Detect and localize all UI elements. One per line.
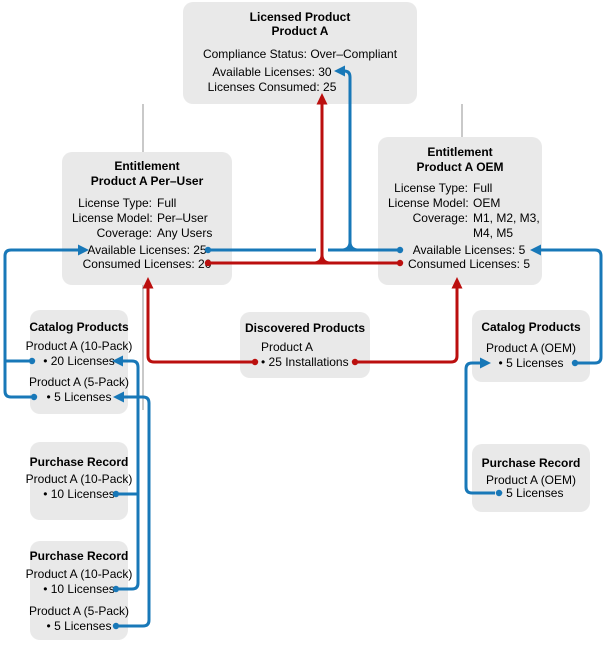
catalog-left-item-name: Product A (5-Pack)	[28, 375, 130, 389]
purchase-left1-title: Purchase Record	[29, 455, 129, 469]
licensed-product-title-line1: Licensed Product	[249, 10, 351, 24]
catalog-right-item-name: Product A (OEM)	[485, 341, 577, 355]
entitlement-oem-box: Entitlement Product A OEM License Type: …	[378, 137, 542, 285]
per-user-available-licenses: Available Licenses: 25	[87, 243, 207, 257]
catalog-left-item-detail: • 20 Licenses	[43, 354, 115, 368]
licensed-available-licenses: Available Licenses: 30	[212, 65, 332, 79]
entitlement-per-user-title-line2: Product A Per–User	[90, 174, 204, 188]
purchase-right-item-name: Product A (OEM)	[485, 473, 577, 487]
catalog-right-item-detail: • 5 Licenses	[498, 356, 564, 370]
purchase-record-left1-box: Purchase Record Product A (10-Pack) • 10…	[26, 442, 132, 520]
purchase-right-item-detail: • 5 Licenses	[498, 486, 564, 500]
catalog-products-right-box: Catalog Products Product A (OEM) • 5 Lic…	[472, 310, 590, 382]
field-label: Coverage:	[96, 226, 152, 240]
entitlement-oem-title-line1: Entitlement	[427, 145, 493, 159]
discovered-item-name: Product A	[261, 340, 314, 354]
catalog-right-title: Catalog Products	[481, 320, 581, 334]
field-value: Any Users	[157, 226, 213, 240]
field-value: Full	[157, 196, 177, 210]
field-value: Full	[473, 181, 493, 195]
line-consumed-to-licensed-product	[204, 93, 404, 267]
purchase-left2-item-name: Product A (5-Pack)	[28, 604, 130, 618]
line-crossing-gap	[316, 243, 328, 257]
field-value: M1, M2, M3, M4, M5	[473, 211, 540, 240]
purchase-record-right-box: Purchase Record Product A (OEM) • 5 Lice…	[472, 444, 590, 512]
discovered-products-box: Discovered Products Product A • 25 Insta…	[240, 312, 370, 378]
field-label: License Model:	[72, 211, 153, 225]
catalog-left-title: Catalog Products	[29, 320, 129, 334]
purchase-left2-item-name: Product A (10-Pack)	[25, 567, 133, 581]
oem-available-licenses: Available Licenses: 5	[412, 243, 526, 257]
purchase-left2-item-detail: • 10 Licenses	[43, 582, 115, 596]
discovered-title: Discovered Products	[244, 321, 366, 335]
field-value: OEM	[473, 196, 501, 210]
purchase-record-left2-box: Purchase Record Product A (10-Pack) • 10…	[26, 541, 132, 640]
entitlement-oem-fields: License Type: Full License Model: OEM Co…	[388, 181, 543, 241]
oem-consumed-licenses: Consumed Licenses: 5	[407, 257, 531, 271]
licensed-product-title-line2: Product A	[271, 24, 329, 38]
catalog-left-item-detail: • 5 Licenses	[46, 390, 112, 404]
field-label: License Type:	[394, 181, 468, 195]
entitlement-per-user-fields: License Type: Full License Model: Per–Us…	[72, 196, 232, 241]
purchase-left2-title: Purchase Record	[29, 549, 129, 563]
entitlement-per-user-title-line1: Entitlement	[114, 159, 180, 173]
discovered-item-detail: • 25 Installations	[261, 355, 349, 369]
purchase-right-title: Purchase Record	[481, 456, 581, 470]
field-label: License Model:	[388, 196, 469, 210]
purchase-left1-item-name: Product A (10-Pack)	[25, 472, 133, 486]
purchase-left2-item-detail: • 5 Licenses	[46, 619, 112, 633]
per-user-consumed-licenses: Consumed Licenses: 20	[82, 257, 212, 271]
entitlement-oem-title-line2: Product A OEM	[416, 160, 504, 174]
field-value: Per–User	[157, 211, 208, 225]
purchase-left1-item-detail: • 10 Licenses	[43, 487, 115, 501]
licensed-consumed-licenses: Licenses Consumed: 25	[207, 80, 337, 94]
catalog-left-item-name: Product A (10-Pack)	[25, 339, 133, 353]
entitlement-per-user-box: Entitlement Product A Per–User License T…	[62, 152, 232, 285]
field-label: License Type:	[78, 196, 152, 210]
catalog-products-left-box: Catalog Products Product A (10-Pack) • 2…	[26, 310, 132, 414]
field-label: Coverage:	[412, 211, 468, 225]
compliance-status: Compliance Status: Over–Compliant	[202, 47, 398, 61]
licensed-product-box: Licensed Product Product A Compliance St…	[183, 2, 417, 104]
